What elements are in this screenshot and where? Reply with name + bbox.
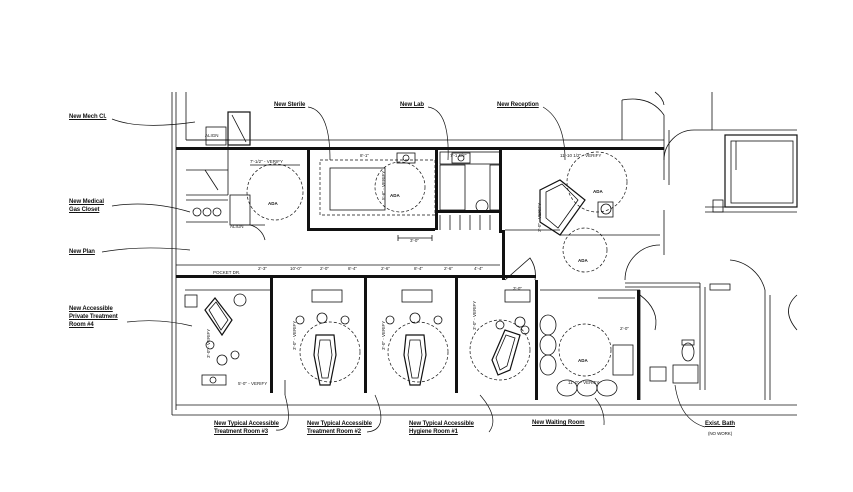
svg-text:8'-1": 8'-1" xyxy=(360,153,369,158)
svg-text:2'-0": 2'-0" xyxy=(620,326,629,331)
svg-text:3'-0": 3'-0" xyxy=(410,238,419,243)
reception-plan: ADA ADA 11'-10 1/2" - VERIFY 3'-0" - VER… xyxy=(502,151,660,281)
waiting-room-plan: ADA 11'-0" - VERIFY 2'-0" xyxy=(535,280,640,400)
label-hygiene-room-1-1: New Typical Accessible xyxy=(409,421,474,427)
mech-closet-plan: ALIGN ALIGN xyxy=(186,111,251,229)
svg-text:ADA: ADA xyxy=(578,358,588,363)
label-exist-bath: Exist. Bath xyxy=(705,421,735,427)
svg-text:5'-0" - VERIFY: 5'-0" - VERIFY xyxy=(238,381,267,386)
svg-text:3'-0" - VERIFY: 3'-0" - VERIFY xyxy=(381,321,386,350)
svg-text:POCKET DR.: POCKET DR. xyxy=(213,270,240,275)
label-waiting-room: New Waiting Room xyxy=(532,420,585,426)
svg-text:3'-0" - VERIFY: 3'-0" - VERIFY xyxy=(206,329,211,358)
label-sterile: New Sterile xyxy=(274,102,306,108)
label-private-treatment-3: Room #4 xyxy=(69,322,94,328)
corridor-plan: ADA 7'-1/2" - VERIFY xyxy=(230,159,304,241)
label-hygiene-room-1-2: Hygiene Room #1 xyxy=(409,429,458,435)
svg-text:5'-6" - VERIFY: 5'-6" - VERIFY xyxy=(381,171,386,200)
svg-text:ADA: ADA xyxy=(268,201,278,206)
label-medical-gas-closet-1: New Medical xyxy=(69,199,104,205)
align-note-2: ALIGN xyxy=(230,224,244,229)
label-private-treatment-2: Private Treatment xyxy=(69,314,118,320)
label-treatment-room-3-2: Treatment Room #3 xyxy=(214,429,268,435)
svg-text:11'-0" - VERIFY: 11'-0" - VERIFY xyxy=(568,380,599,385)
label-medical-gas-closet-2: Gas Closet xyxy=(69,207,100,213)
label-reception: New Reception xyxy=(497,102,539,108)
svg-text:2'-6": 2'-6" xyxy=(444,266,453,271)
corridor-dim: 7'-1/2" - VERIFY xyxy=(250,159,283,164)
exterior-walls xyxy=(171,91,798,416)
label-treatment-room-2-1: New Typical Accessible xyxy=(307,421,372,427)
label-lab: New Lab xyxy=(400,102,424,108)
label-treatment-room-2-2: Treatment Room #2 xyxy=(307,429,361,435)
label-no-work: (NO WORK) xyxy=(708,431,733,436)
align-note-1: ALIGN xyxy=(205,133,219,138)
svg-text:8'-4": 8'-4" xyxy=(414,266,423,271)
lab-plan: 7'-1 1/2" xyxy=(436,150,502,233)
svg-text:10'-0": 10'-0" xyxy=(290,266,302,271)
bath-plan xyxy=(624,244,798,400)
treatment-rooms-plan: POCKET DR. 2'-3" 10'-0" 2'-0" 8'-4" 2'-6… xyxy=(176,264,536,395)
svg-text:2'-3": 2'-3" xyxy=(258,266,267,271)
svg-text:3'-0": 3'-0" xyxy=(513,286,522,291)
svg-text:8'-4": 8'-4" xyxy=(348,266,357,271)
svg-text:4'-4": 4'-4" xyxy=(474,266,483,271)
leader-lines xyxy=(101,106,706,433)
sterile-room-plan: ADA 8'-1" 5'-6" - VERIFY 3'-0" xyxy=(307,150,438,243)
svg-text:7'-1 1/2": 7'-1 1/2" xyxy=(450,153,467,158)
svg-text:3'-0" - VERIFY: 3'-0" - VERIFY xyxy=(537,203,542,232)
label-private-treatment-1: New Accessible xyxy=(69,306,113,312)
label-mech-closet: New Mech Cl. xyxy=(69,114,107,120)
label-plan: New Plan xyxy=(69,249,95,255)
svg-text:2'-0": 2'-0" xyxy=(320,266,329,271)
svg-text:2'-6": 2'-6" xyxy=(381,266,390,271)
label-treatment-room-3-1: New Typical Accessible xyxy=(214,421,279,427)
svg-text:3'-0" - VERIFY: 3'-0" - VERIFY xyxy=(292,321,297,350)
svg-text:3'-0" - VERIFY: 3'-0" - VERIFY xyxy=(472,301,477,330)
svg-text:ADA: ADA xyxy=(390,193,400,198)
svg-text:11'-10 1/2" - VERIFY: 11'-10 1/2" - VERIFY xyxy=(560,153,601,158)
svg-text:ADA: ADA xyxy=(593,189,603,194)
svg-text:ADA: ADA xyxy=(578,258,588,263)
